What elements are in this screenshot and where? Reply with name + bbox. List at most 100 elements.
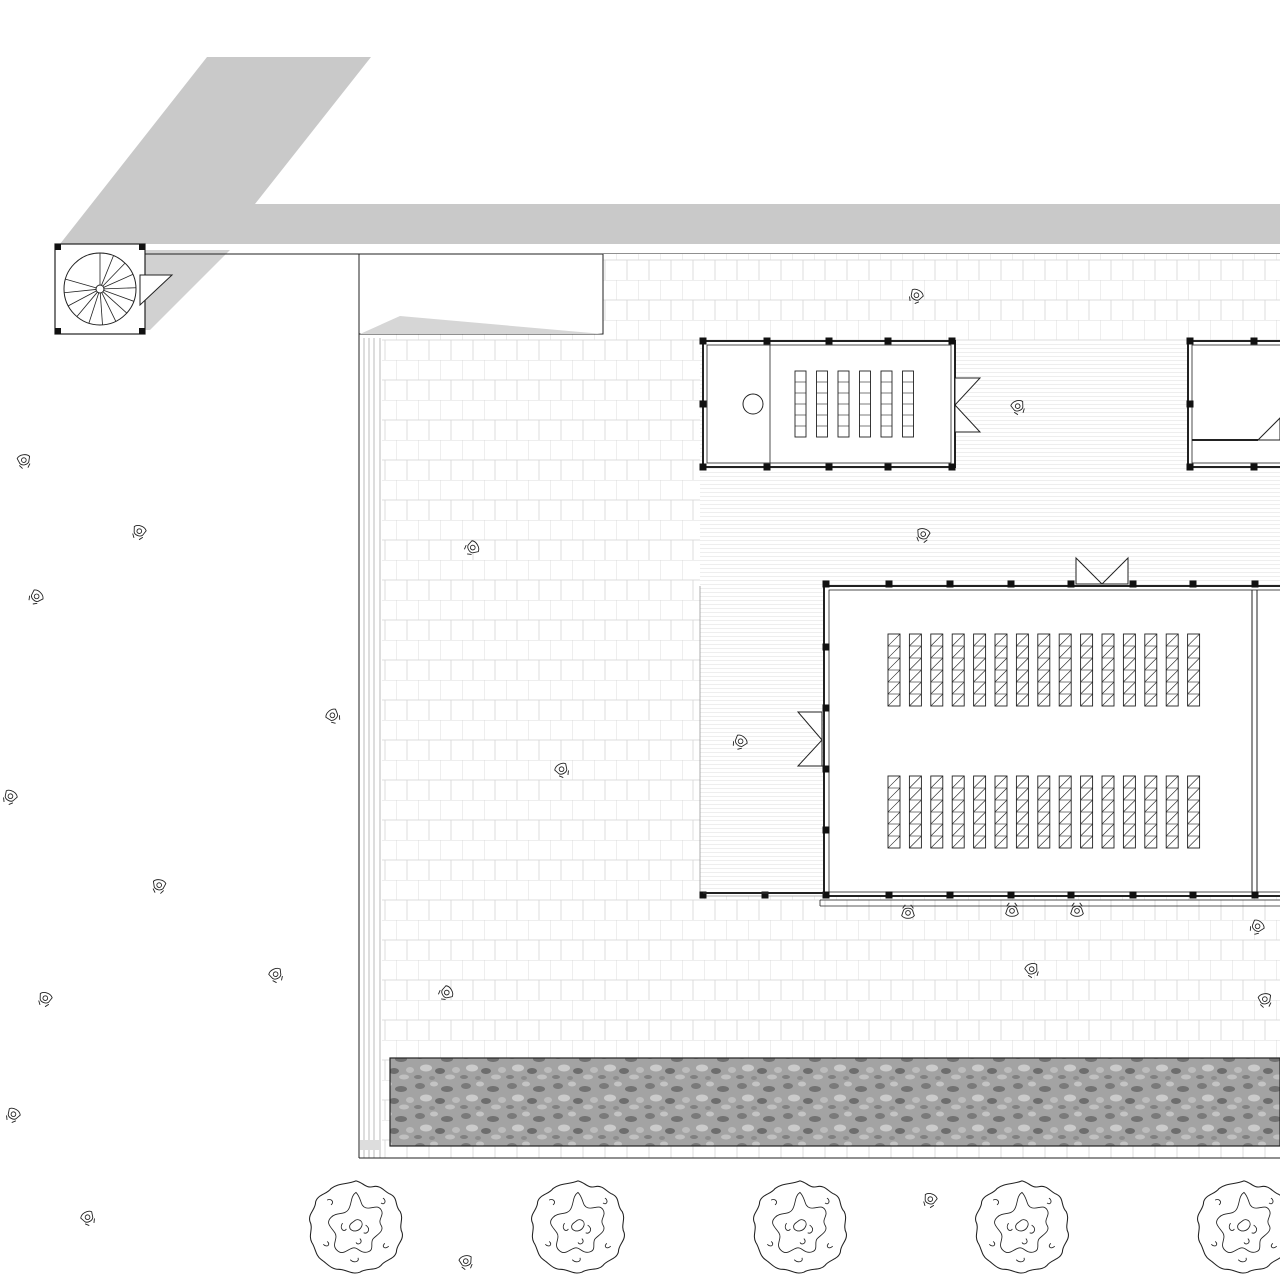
bench xyxy=(1144,775,1158,849)
column xyxy=(1186,337,1194,345)
bench xyxy=(973,633,987,707)
column xyxy=(699,891,707,899)
bench xyxy=(1101,775,1115,849)
bench xyxy=(930,633,944,707)
bench xyxy=(994,633,1008,707)
column xyxy=(699,400,707,408)
column xyxy=(885,580,893,588)
bench xyxy=(1187,775,1201,849)
person-icon xyxy=(0,787,20,807)
person-icon xyxy=(130,523,148,542)
person-icon xyxy=(3,1105,23,1125)
column-icon xyxy=(699,337,956,471)
column xyxy=(825,463,833,471)
bench xyxy=(880,370,893,438)
bench xyxy=(951,633,965,707)
column xyxy=(946,891,954,899)
tree-icon xyxy=(975,1180,1069,1274)
column xyxy=(946,580,954,588)
bench xyxy=(1187,633,1201,707)
column xyxy=(822,643,830,651)
bench xyxy=(887,633,901,707)
column xyxy=(884,337,892,345)
column xyxy=(1129,580,1137,588)
bench xyxy=(951,775,965,849)
bench xyxy=(902,370,914,438)
bench xyxy=(973,775,987,849)
column xyxy=(1251,580,1259,588)
person-icon xyxy=(151,878,167,895)
column xyxy=(763,463,771,471)
bench xyxy=(1058,633,1072,707)
column xyxy=(1189,891,1197,899)
column xyxy=(822,891,830,899)
bench xyxy=(1058,775,1072,849)
column xyxy=(699,463,707,471)
column xyxy=(822,704,830,712)
column xyxy=(948,463,956,471)
bench xyxy=(1122,775,1136,849)
column xyxy=(761,891,769,899)
column xyxy=(1251,891,1259,899)
tree-icon xyxy=(1197,1180,1280,1274)
bench xyxy=(908,633,922,707)
column xyxy=(822,765,830,773)
small-room-benches xyxy=(794,370,914,438)
column xyxy=(1129,891,1137,899)
bench xyxy=(1122,633,1136,707)
column xyxy=(1067,891,1075,899)
bench xyxy=(1037,633,1051,707)
column xyxy=(822,580,830,588)
bench xyxy=(908,775,922,849)
column xyxy=(1189,580,1197,588)
bench xyxy=(816,370,828,438)
column xyxy=(1007,891,1015,899)
column xyxy=(825,337,833,345)
bench xyxy=(994,775,1008,849)
column xyxy=(1250,337,1258,345)
hall-benches xyxy=(887,633,1201,849)
column xyxy=(1186,400,1194,408)
bench xyxy=(930,775,944,849)
bench xyxy=(859,370,871,438)
right-room xyxy=(1186,337,1280,471)
bench xyxy=(1015,775,1029,849)
tree-icon xyxy=(531,1180,625,1274)
column xyxy=(885,891,893,899)
column xyxy=(948,337,956,345)
large-hall xyxy=(699,556,1280,907)
column xyxy=(1007,580,1015,588)
tree-row xyxy=(309,1180,1280,1274)
bench xyxy=(794,370,807,438)
person-icon xyxy=(78,1208,98,1228)
bench xyxy=(887,775,901,849)
bench xyxy=(1165,633,1179,707)
column xyxy=(822,826,830,834)
small-room xyxy=(699,337,982,471)
column-icon xyxy=(1186,337,1258,471)
person-icon xyxy=(36,990,54,1009)
column xyxy=(1067,580,1075,588)
person-icon xyxy=(921,1191,939,1210)
bench xyxy=(1037,775,1051,849)
bench xyxy=(1015,633,1029,707)
person-icon xyxy=(26,587,46,607)
tree-icon xyxy=(753,1180,847,1274)
bench xyxy=(1080,775,1094,849)
bench xyxy=(1165,775,1179,849)
column xyxy=(1250,463,1258,471)
column xyxy=(884,463,892,471)
bench xyxy=(1080,633,1094,707)
gravel-planter xyxy=(389,1057,1280,1147)
bench xyxy=(1101,633,1115,707)
column xyxy=(763,337,771,345)
bench xyxy=(837,370,850,438)
person-icon xyxy=(323,706,343,727)
person-icon xyxy=(457,1253,475,1272)
spiral-stair-icon xyxy=(54,243,174,335)
bench xyxy=(1144,633,1158,707)
column xyxy=(1186,463,1194,471)
tree-icon xyxy=(309,1180,403,1274)
person-icon xyxy=(16,453,32,470)
